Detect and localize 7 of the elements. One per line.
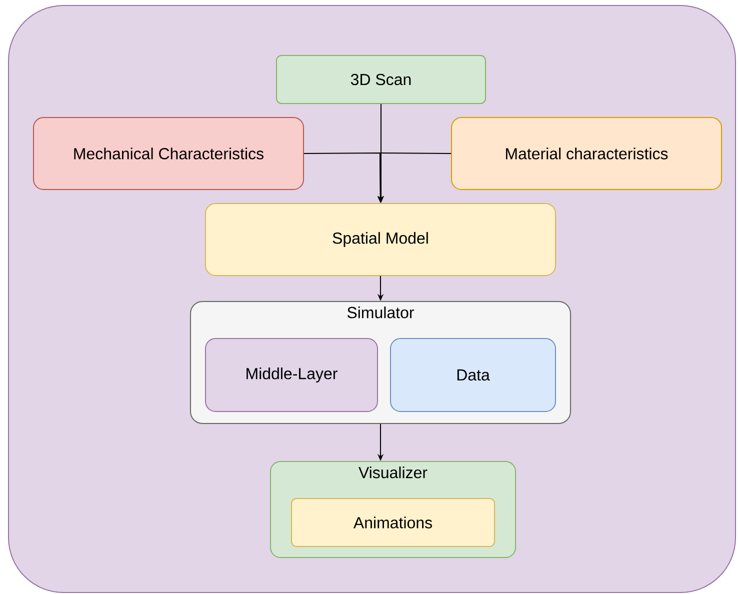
process-box: Data	[390, 338, 556, 412]
process-box: Material characteristics	[451, 117, 722, 190]
process-box: Middle-Layer	[205, 338, 378, 412]
process-box: Spatial Model	[205, 203, 556, 276]
process-box: Animations	[291, 498, 495, 547]
process-box: Mechanical Characteristics	[33, 117, 304, 190]
process-box: 3D Scan	[276, 55, 486, 104]
